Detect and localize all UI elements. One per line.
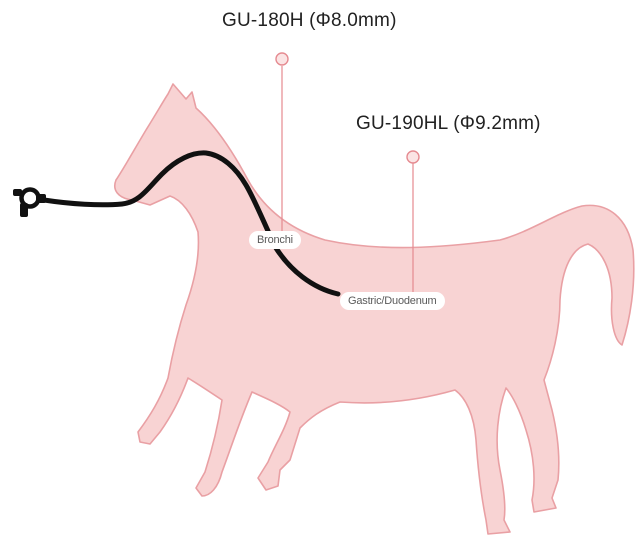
model-label-gu-180h: GU-180H (Φ8.0mm)	[222, 10, 397, 32]
region-label-bronchi: Bronchi	[249, 231, 301, 249]
leader-dot-bronchi	[276, 53, 288, 65]
region-label-gastric-duodenum: Gastric/Duodenum	[340, 292, 445, 310]
leader-dot-gastric	[407, 151, 419, 163]
endoscope-handle-icon	[13, 189, 46, 217]
model-label-gu-190hl: GU-190HL (Φ9.2mm)	[356, 113, 541, 135]
